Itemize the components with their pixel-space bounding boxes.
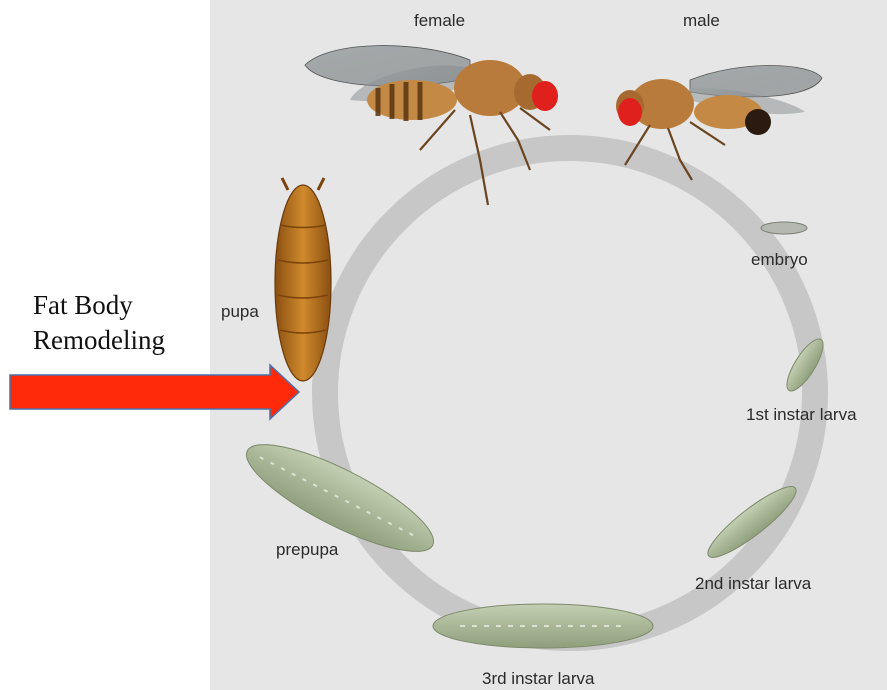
- first-instar-larva-label: 1st instar larva: [746, 406, 857, 423]
- third-instar-larva-label: 3rd instar larva: [482, 670, 594, 687]
- annotation-line-1: Fat Body: [33, 288, 208, 323]
- female-label: female: [414, 12, 465, 29]
- life-cycle-ring: [325, 148, 815, 638]
- male-label: male: [683, 12, 720, 29]
- fat-body-remodeling-arrow: [10, 365, 299, 419]
- pupa-label: pupa: [221, 303, 259, 320]
- embryo-label: embryo: [751, 251, 808, 268]
- pupa-image: [275, 178, 331, 381]
- embryo-image: [761, 222, 807, 234]
- fat-body-remodeling-annotation: Fat Body Remodeling: [33, 288, 208, 358]
- second-instar-larva-label: 2nd instar larva: [695, 575, 811, 592]
- annotation-line-2: Remodeling: [33, 323, 208, 358]
- third-instar-larva-image: [433, 604, 653, 648]
- prepupa-label: prepupa: [276, 541, 338, 558]
